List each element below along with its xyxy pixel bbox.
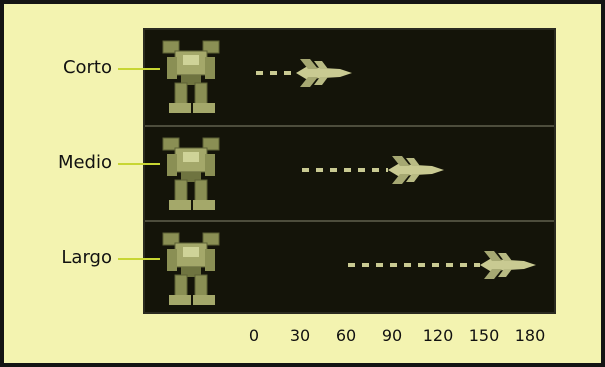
missile-trail [348, 263, 480, 267]
axis-tick-label: 60 [336, 326, 356, 345]
range-label: Corto [40, 58, 112, 78]
mech-robot-icon [161, 37, 223, 121]
axis-tick-label: 150 [469, 326, 500, 345]
missile-icon [480, 249, 536, 285]
label-leader-line [118, 68, 160, 70]
mech-robot-icon [161, 229, 223, 313]
missile-icon [388, 154, 444, 190]
missile-trail [302, 168, 388, 172]
axis-tick-label: 120 [423, 326, 454, 345]
axis-tick-label: 0 [249, 326, 259, 345]
range-row-corto [145, 30, 554, 125]
range-row-medio [145, 125, 554, 220]
label-leader-line [118, 258, 160, 260]
range-panel [143, 28, 556, 314]
axis-tick-label: 30 [290, 326, 310, 345]
mech-robot-icon [161, 134, 223, 218]
missile-trail [256, 71, 296, 75]
axis-tick-label: 180 [515, 326, 546, 345]
missile-icon [296, 57, 352, 93]
range-label: Largo [40, 248, 112, 268]
axis-tick-label: 90 [382, 326, 402, 345]
range-row-largo [145, 220, 554, 315]
range-label: Medio [40, 153, 112, 173]
label-leader-line [118, 163, 160, 165]
